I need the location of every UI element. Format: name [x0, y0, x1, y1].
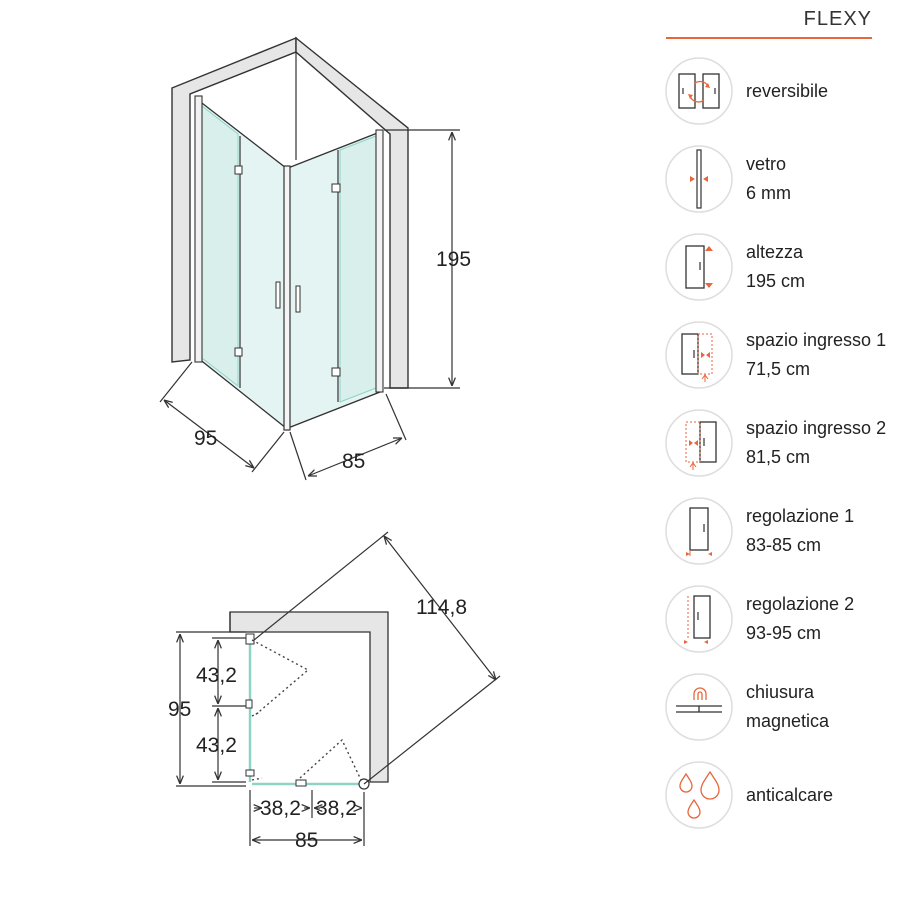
- handle-left: [275, 281, 281, 309]
- dim-depth-label: 95: [194, 427, 217, 450]
- glass-panel-right: [287, 129, 384, 429]
- feature-line2: 93-95 cm: [746, 623, 822, 643]
- plan-opening-paths: [251, 639, 363, 783]
- glass-thickness-icon: [665, 145, 733, 213]
- dim-diagonal: [253, 531, 501, 785]
- feature-line1: regolazione 1: [746, 506, 855, 526]
- magnet-icon: [665, 673, 733, 741]
- feature-line1: altezza: [746, 242, 804, 262]
- corner-post: [283, 165, 291, 431]
- dim-bottom-right-label: 38,2: [316, 797, 357, 820]
- feature-height: altezza 195 cm: [664, 232, 900, 304]
- feature-entry-1: spazio ingresso 1 71,5 cm: [664, 320, 900, 392]
- dim-bottom-left-label: 38,2: [260, 797, 301, 820]
- reversible-icon: [665, 57, 733, 125]
- feature-line2: magnetica: [746, 711, 830, 731]
- dim-width-label: 85: [342, 450, 365, 473]
- feature-anticalcare: anticalcare: [664, 760, 900, 832]
- wall-profile-right: [375, 129, 384, 393]
- glass-panel-left: [194, 95, 287, 430]
- feature-adjust-1: regolazione 1 83-85 cm: [664, 496, 900, 568]
- technical-drawing: 195 95 85: [159, 36, 501, 852]
- dim-diagonal-label: 114,8: [416, 596, 467, 619]
- dim-plan-width-label: 85: [295, 829, 318, 852]
- handle-right: [295, 285, 301, 313]
- adjustment-1-icon: [665, 497, 733, 565]
- feature-adjust-2: regolazione 2 93-95 cm: [664, 584, 900, 656]
- feature-line1: vetro: [746, 154, 787, 174]
- feature-line2: 83-85 cm: [746, 535, 822, 555]
- feature-entry-2: spazio ingresso 2 81,5 cm: [664, 408, 900, 480]
- dim-height-label: 195: [436, 248, 471, 271]
- adjustment-2-icon: [665, 585, 733, 653]
- dim-depth: [159, 361, 285, 473]
- feature-line1: anticalcare: [746, 784, 834, 805]
- drops-icon: [665, 761, 733, 829]
- entry-space-1-icon: [665, 321, 733, 389]
- height-icon: [665, 233, 733, 301]
- feature-glass: vetro 6 mm: [664, 144, 900, 216]
- dim-plan-width: [249, 790, 365, 846]
- feature-line1: spazio ingresso 2: [746, 418, 887, 438]
- wall-profile-left: [194, 95, 203, 363]
- feature-line2: 81,5 cm: [746, 447, 811, 467]
- dim-height: [384, 129, 460, 389]
- plan-view: 114,8 95 43,2 43,2 38,2 38,2 85: [168, 531, 501, 852]
- title-divider: [666, 37, 872, 39]
- wall-top-inner-left: [189, 51, 297, 95]
- feature-line1: spazio ingresso 1: [746, 330, 887, 350]
- feature-line1: reversibile: [746, 80, 829, 101]
- product-title: FLEXY: [803, 8, 872, 30]
- feature-line2: 71,5 cm: [746, 359, 811, 379]
- feature-line1: chiusura: [746, 682, 815, 702]
- dim-seg-top-label: 43,2: [196, 664, 237, 687]
- feature-line2: 6 mm: [746, 183, 791, 203]
- feature-line2: 195 cm: [746, 271, 806, 291]
- isometric-view: 195 95 85: [159, 36, 471, 481]
- dim-plan-depth: [176, 631, 246, 787]
- entry-space-2-icon: [665, 409, 733, 477]
- dim-seg-bottom-label: 43,2: [196, 734, 237, 757]
- dim-plan-depth-label: 95: [168, 698, 191, 721]
- dim-width: [289, 393, 407, 481]
- feature-reversible: reversibile: [664, 56, 900, 128]
- feature-line1: regolazione 2: [746, 594, 855, 614]
- feature-magnetic: chiusura magnetica: [664, 672, 900, 744]
